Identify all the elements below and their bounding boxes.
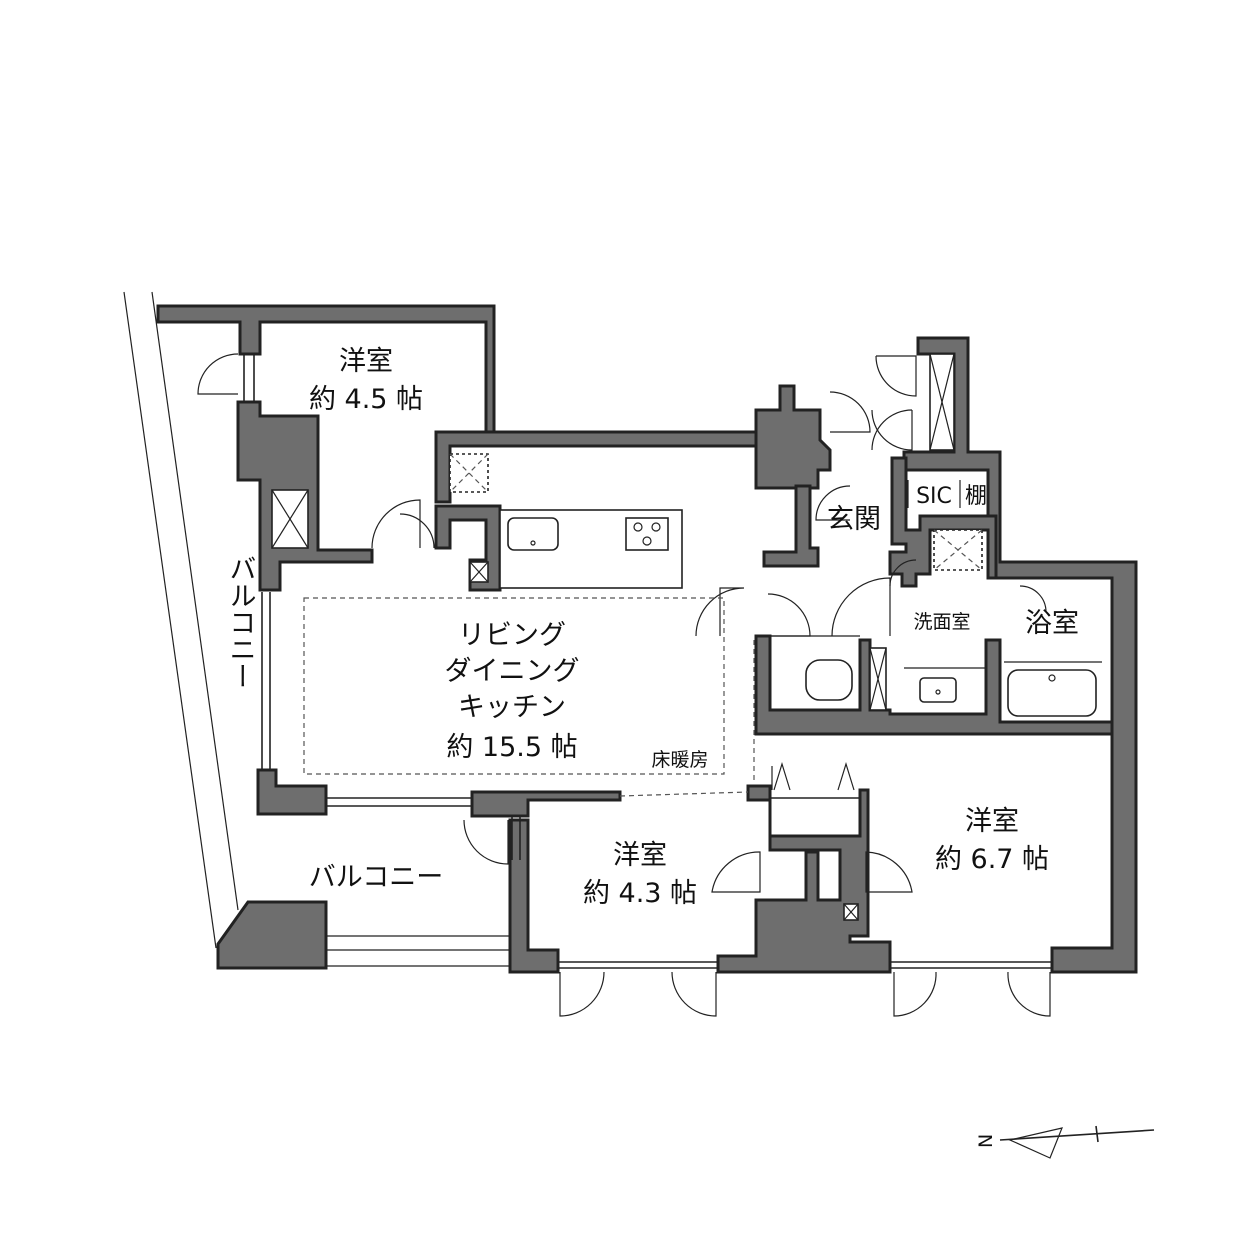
western-room-1-size: 約 4.5 帖 (309, 384, 423, 415)
ldk-size: 約 15.5 帖 (446, 732, 577, 763)
ldk-label-line1: リビング (458, 620, 566, 651)
western-room-2-name: 洋室 (613, 840, 667, 871)
walls (156, 304, 1138, 974)
sic-label: SIC (916, 484, 952, 509)
floor-heating-label: 床暖房 (651, 749, 708, 771)
fixtures (449, 453, 1102, 799)
western-room-3-name: 洋室 (965, 806, 1019, 837)
western-room-1-name: 洋室 (339, 346, 393, 377)
ldk-label-line2: ダイニング (445, 656, 580, 687)
doors (197, 353, 1051, 1017)
ldk-label-line3: キッチン (458, 692, 566, 723)
floor-heating-area (303, 597, 755, 797)
room-labels: 洋室 約 4.5 帖 リビング ダイニング キッチン 約 15.5 帖 床暖房 … (225, 346, 1080, 909)
north-label: N (975, 1134, 997, 1148)
north-arrow-icon: N (975, 1125, 1155, 1159)
balcony-side-label: バルコニー (225, 555, 256, 690)
balcony-outline (123, 291, 510, 967)
western-room-2-size: 約 4.3 帖 (583, 878, 697, 909)
washroom-label: 洗面室 (913, 611, 970, 633)
entrance-label: 玄関 (827, 504, 881, 535)
shelf-label: 棚 (965, 484, 987, 509)
windows (243, 354, 1052, 969)
bathroom-label: 浴室 (1025, 608, 1079, 639)
balcony-bottom-label: バルコニー (309, 862, 443, 893)
western-room-3-size: 約 6.7 帖 (935, 844, 1049, 875)
